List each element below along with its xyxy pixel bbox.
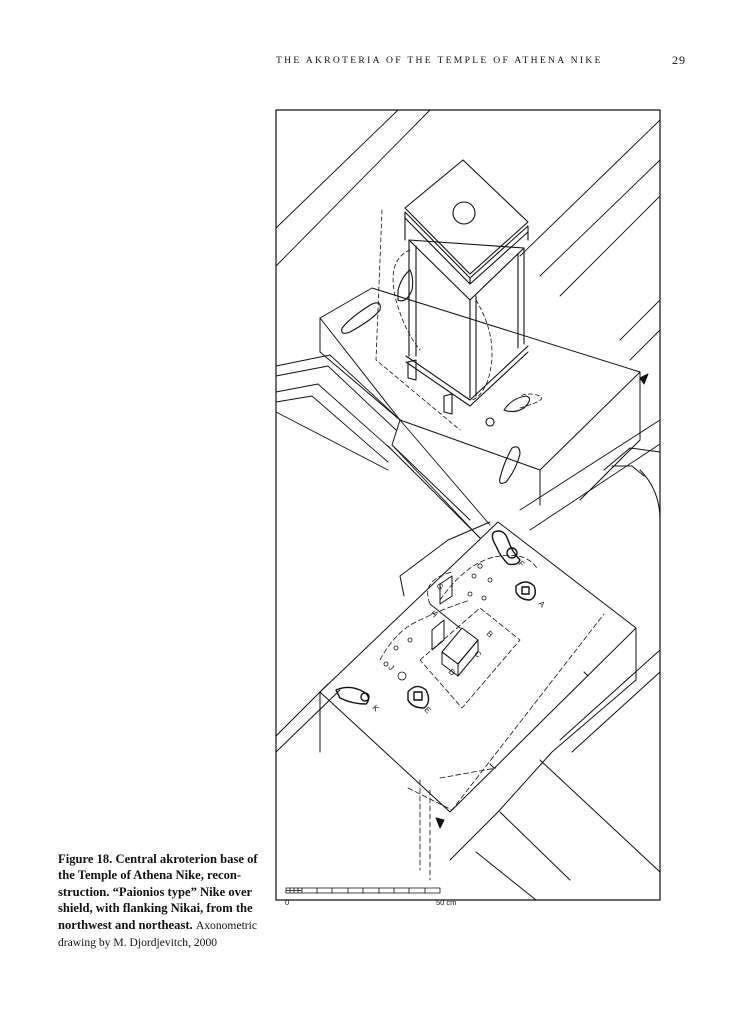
label-f: F bbox=[517, 559, 527, 569]
caption-title: Figure 18. Central akroterion base of th… bbox=[58, 852, 258, 932]
label-b: B bbox=[485, 629, 495, 639]
lower-dashed-lines bbox=[379, 554, 605, 881]
page-number: 29 bbox=[672, 53, 686, 67]
lower-footprints bbox=[335, 530, 537, 709]
upper-dashed-outline bbox=[375, 209, 543, 431]
lower-block bbox=[275, 521, 661, 901]
point-labels: A B C D E F G H J K bbox=[371, 559, 548, 715]
label-j: J bbox=[387, 663, 396, 672]
axonometric-drawing: A B C D E F G H J K bbox=[272, 106, 666, 911]
left-beam bbox=[275, 354, 401, 471]
background-lines bbox=[275, 109, 661, 361]
label-g: G bbox=[435, 581, 446, 592]
label-h: H bbox=[429, 609, 440, 620]
label-e: E bbox=[423, 705, 433, 715]
scale-label-end: 50 cm bbox=[436, 898, 457, 907]
caption-credit: Axonometric drawing by M. Djordjevitch, … bbox=[58, 918, 258, 950]
scale-label-start: 0 bbox=[285, 898, 290, 907]
shield-support bbox=[429, 575, 479, 677]
figure-frame bbox=[275, 109, 661, 901]
label-d: D bbox=[447, 667, 458, 678]
running-head: THE AKROTERIA OF THE TEMPLE OF ATHENA NI… bbox=[276, 55, 603, 66]
upper-block bbox=[319, 287, 661, 539]
label-a: A bbox=[537, 599, 548, 610]
connecting-beam bbox=[391, 419, 661, 539]
scale-bar bbox=[285, 887, 441, 894]
pillar bbox=[404, 159, 529, 407]
label-k: K bbox=[371, 703, 382, 714]
dowel-holes bbox=[383, 563, 493, 681]
arrows bbox=[435, 671, 589, 829]
upper-footprints bbox=[341, 269, 531, 484]
figure-caption: Figure 18. Central akroterion base of th… bbox=[58, 851, 258, 951]
label-c: C bbox=[473, 649, 484, 660]
